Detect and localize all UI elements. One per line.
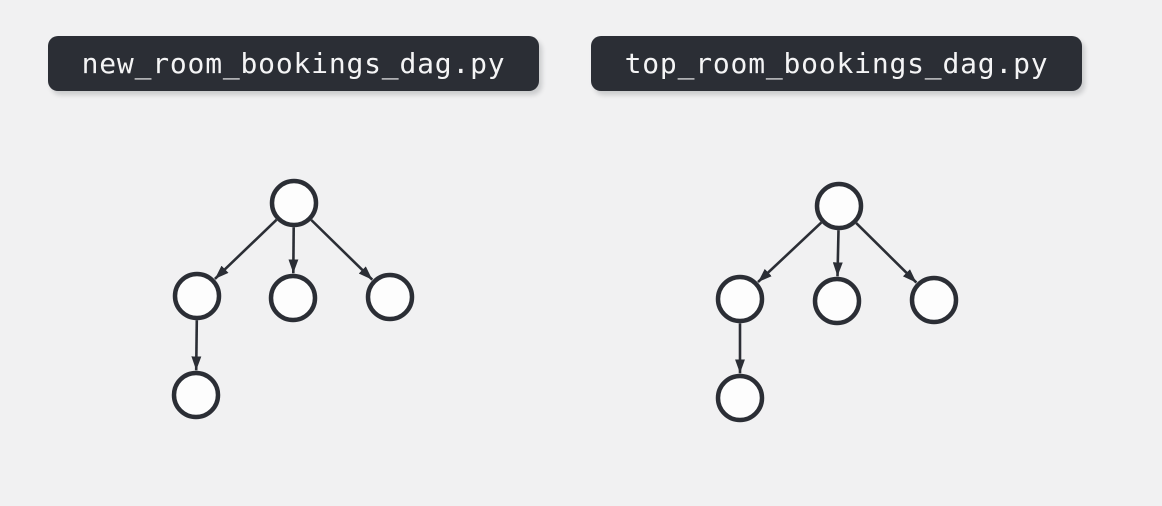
dag-node-grandchild <box>171 370 221 420</box>
dag-node-grandchild <box>715 373 765 423</box>
dag-edge-root-to-child-left <box>757 221 823 284</box>
dag-node-child-middle <box>812 276 862 326</box>
dag-node-child-right <box>365 272 415 322</box>
dag-node-root <box>814 181 864 231</box>
dag-node-child-left <box>172 271 222 321</box>
dag-node-root <box>269 178 319 228</box>
dag-node-child-right <box>909 275 959 325</box>
top_room_bookings_dag-graph <box>715 181 959 423</box>
dag-edge-child-left-to-grandchild <box>191 320 202 371</box>
dag-edge-root-to-child-right <box>855 222 918 284</box>
file-label-top-room-bookings-dag: top_room_bookings_dag.py <box>591 36 1082 91</box>
dag-node-child-middle <box>268 273 318 323</box>
dag-edge-root-to-child-right <box>310 219 374 281</box>
dag-node-child-left <box>715 274 765 324</box>
dag-edge-root-to-child-middle <box>832 230 843 277</box>
new_room_bookings_dag-graph <box>171 178 415 420</box>
file-label-new-room-bookings-dag: new_room_bookings_dag.py <box>48 36 539 91</box>
dag-edge-root-to-child-left <box>213 218 278 280</box>
